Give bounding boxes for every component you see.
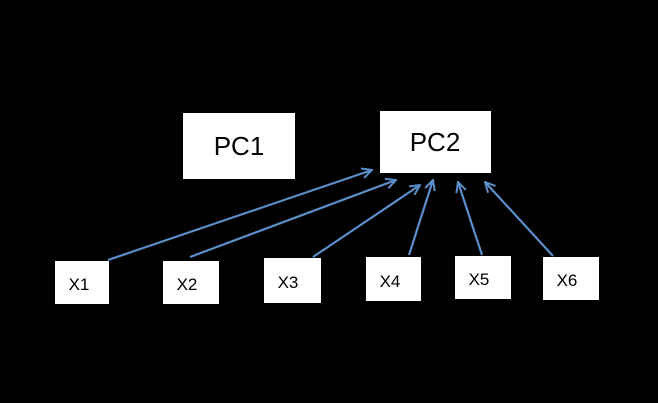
node-x6-label: X6 [557, 271, 578, 290]
edge-x4-pc2 [407, 180, 433, 256]
edge-x2-pc2 [189, 180, 396, 259]
node-pc2-label: PC2 [410, 127, 461, 157]
node-x5: X5 [455, 256, 511, 299]
node-pc1: PC1 [183, 113, 295, 179]
node-x6-box [543, 257, 599, 300]
node-x5-box [455, 256, 511, 299]
node-x1-label: X1 [69, 275, 90, 294]
node-pc2: PC2 [380, 111, 491, 173]
edges [107, 170, 554, 262]
node-x2-label: X2 [177, 275, 198, 294]
node-x4: X4 [366, 257, 421, 301]
node-x5-label: X5 [469, 270, 490, 289]
node-x4-label: X4 [380, 272, 401, 291]
edge-x5-pc2 [458, 182, 484, 256]
node-x1-box [55, 261, 109, 304]
node-pc2-box [380, 111, 491, 173]
node-x3-label: X3 [278, 273, 299, 292]
edge-x6-pc2 [485, 182, 554, 257]
node-x6: X6 [543, 257, 599, 300]
node-x2-box [163, 261, 219, 304]
node-x1: X1 [55, 261, 109, 304]
node-pc1-label: PC1 [214, 131, 265, 161]
edge-x3-pc2 [312, 185, 420, 258]
node-x4-box [366, 257, 421, 301]
edge-x1-pc2 [107, 170, 372, 262]
node-x2: X2 [163, 261, 219, 304]
node-x3: X3 [264, 258, 321, 303]
node-x3-box [264, 258, 321, 303]
node-pc1-box [183, 113, 295, 179]
